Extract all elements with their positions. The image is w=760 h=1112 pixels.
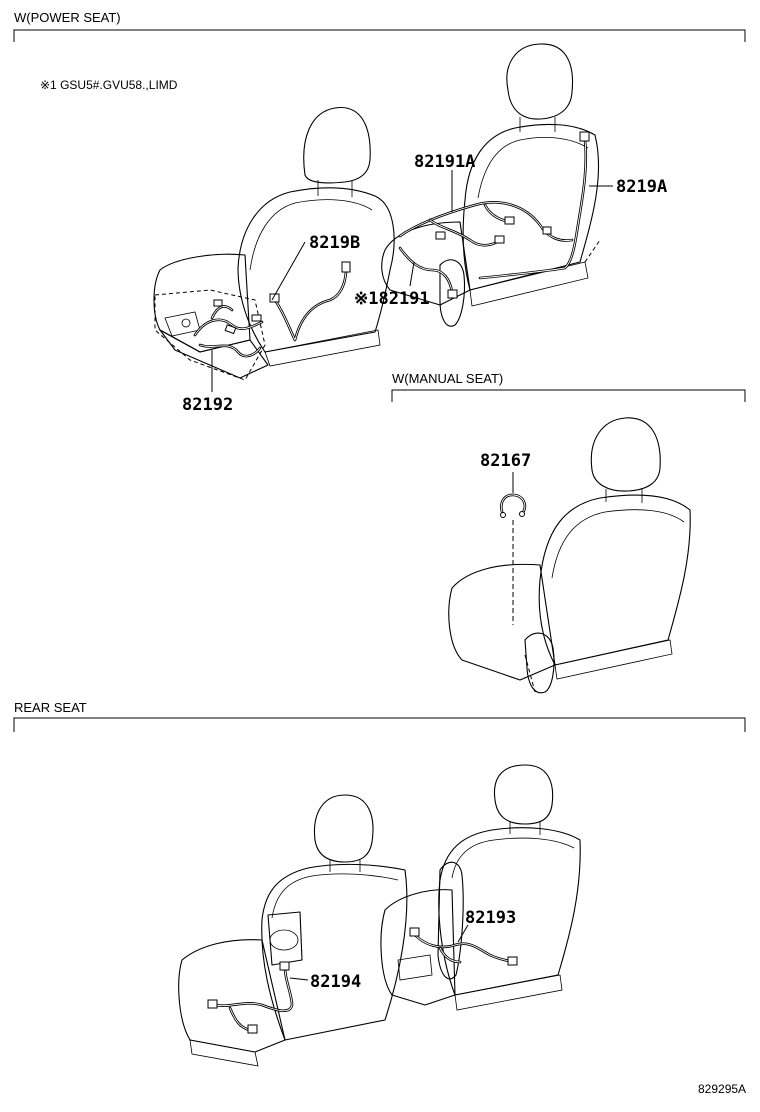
rear-seat-left-illustration: [178, 794, 408, 1067]
harness-82191: [398, 246, 458, 299]
manual-seat-illustration: [448, 417, 691, 694]
harness-82193: [409, 927, 518, 966]
leader-lines: [211, 170, 613, 981]
applicability-note: ※1 GSU5#.GVU58.,LIMD: [40, 78, 178, 92]
power-seat-left-illustration: [153, 106, 395, 381]
harness-82191A: [398, 201, 574, 247]
diagram-code: 829295A: [698, 1082, 746, 1096]
part-label-82194: 82194: [310, 972, 361, 992]
harness-82192: [193, 299, 264, 358]
part-label-82192: 82192: [182, 395, 233, 415]
part-label-8219A: 8219A: [616, 177, 667, 197]
section-manual-seat: W(MANUAL SEAT): [391, 371, 746, 402]
harness-8219B: [269, 261, 351, 342]
rear-seat-right-illustration: [380, 764, 581, 1011]
part-label-82193: 82193: [465, 908, 516, 928]
bracket-power-seat: [13, 29, 746, 42]
harness-82194: [207, 961, 294, 1034]
part-label-82167: 82167: [480, 451, 531, 471]
bracket-rear-seat: [13, 717, 746, 732]
harness-8219A: [478, 131, 590, 280]
section-label-power-seat: W(POWER SEAT): [14, 10, 121, 25]
part-labels: 82191A 8219A 8219B ※182191 82192 82167 8…: [182, 152, 667, 992]
power-seat-right-illustration: [381, 43, 601, 327]
section-label-manual-seat: W(MANUAL SEAT): [392, 371, 503, 386]
bracket-manual-seat: [391, 389, 746, 402]
section-rear-seat: REAR SEAT: [13, 700, 746, 732]
part-label-82191: ※182191: [354, 289, 430, 309]
part-label-82191A: 82191A: [414, 152, 475, 172]
section-label-rear-seat: REAR SEAT: [14, 700, 87, 715]
clip-82167: [500, 493, 527, 625]
section-power-seat: W(POWER SEAT): [13, 10, 746, 42]
part-label-8219B: 8219B: [309, 233, 360, 253]
